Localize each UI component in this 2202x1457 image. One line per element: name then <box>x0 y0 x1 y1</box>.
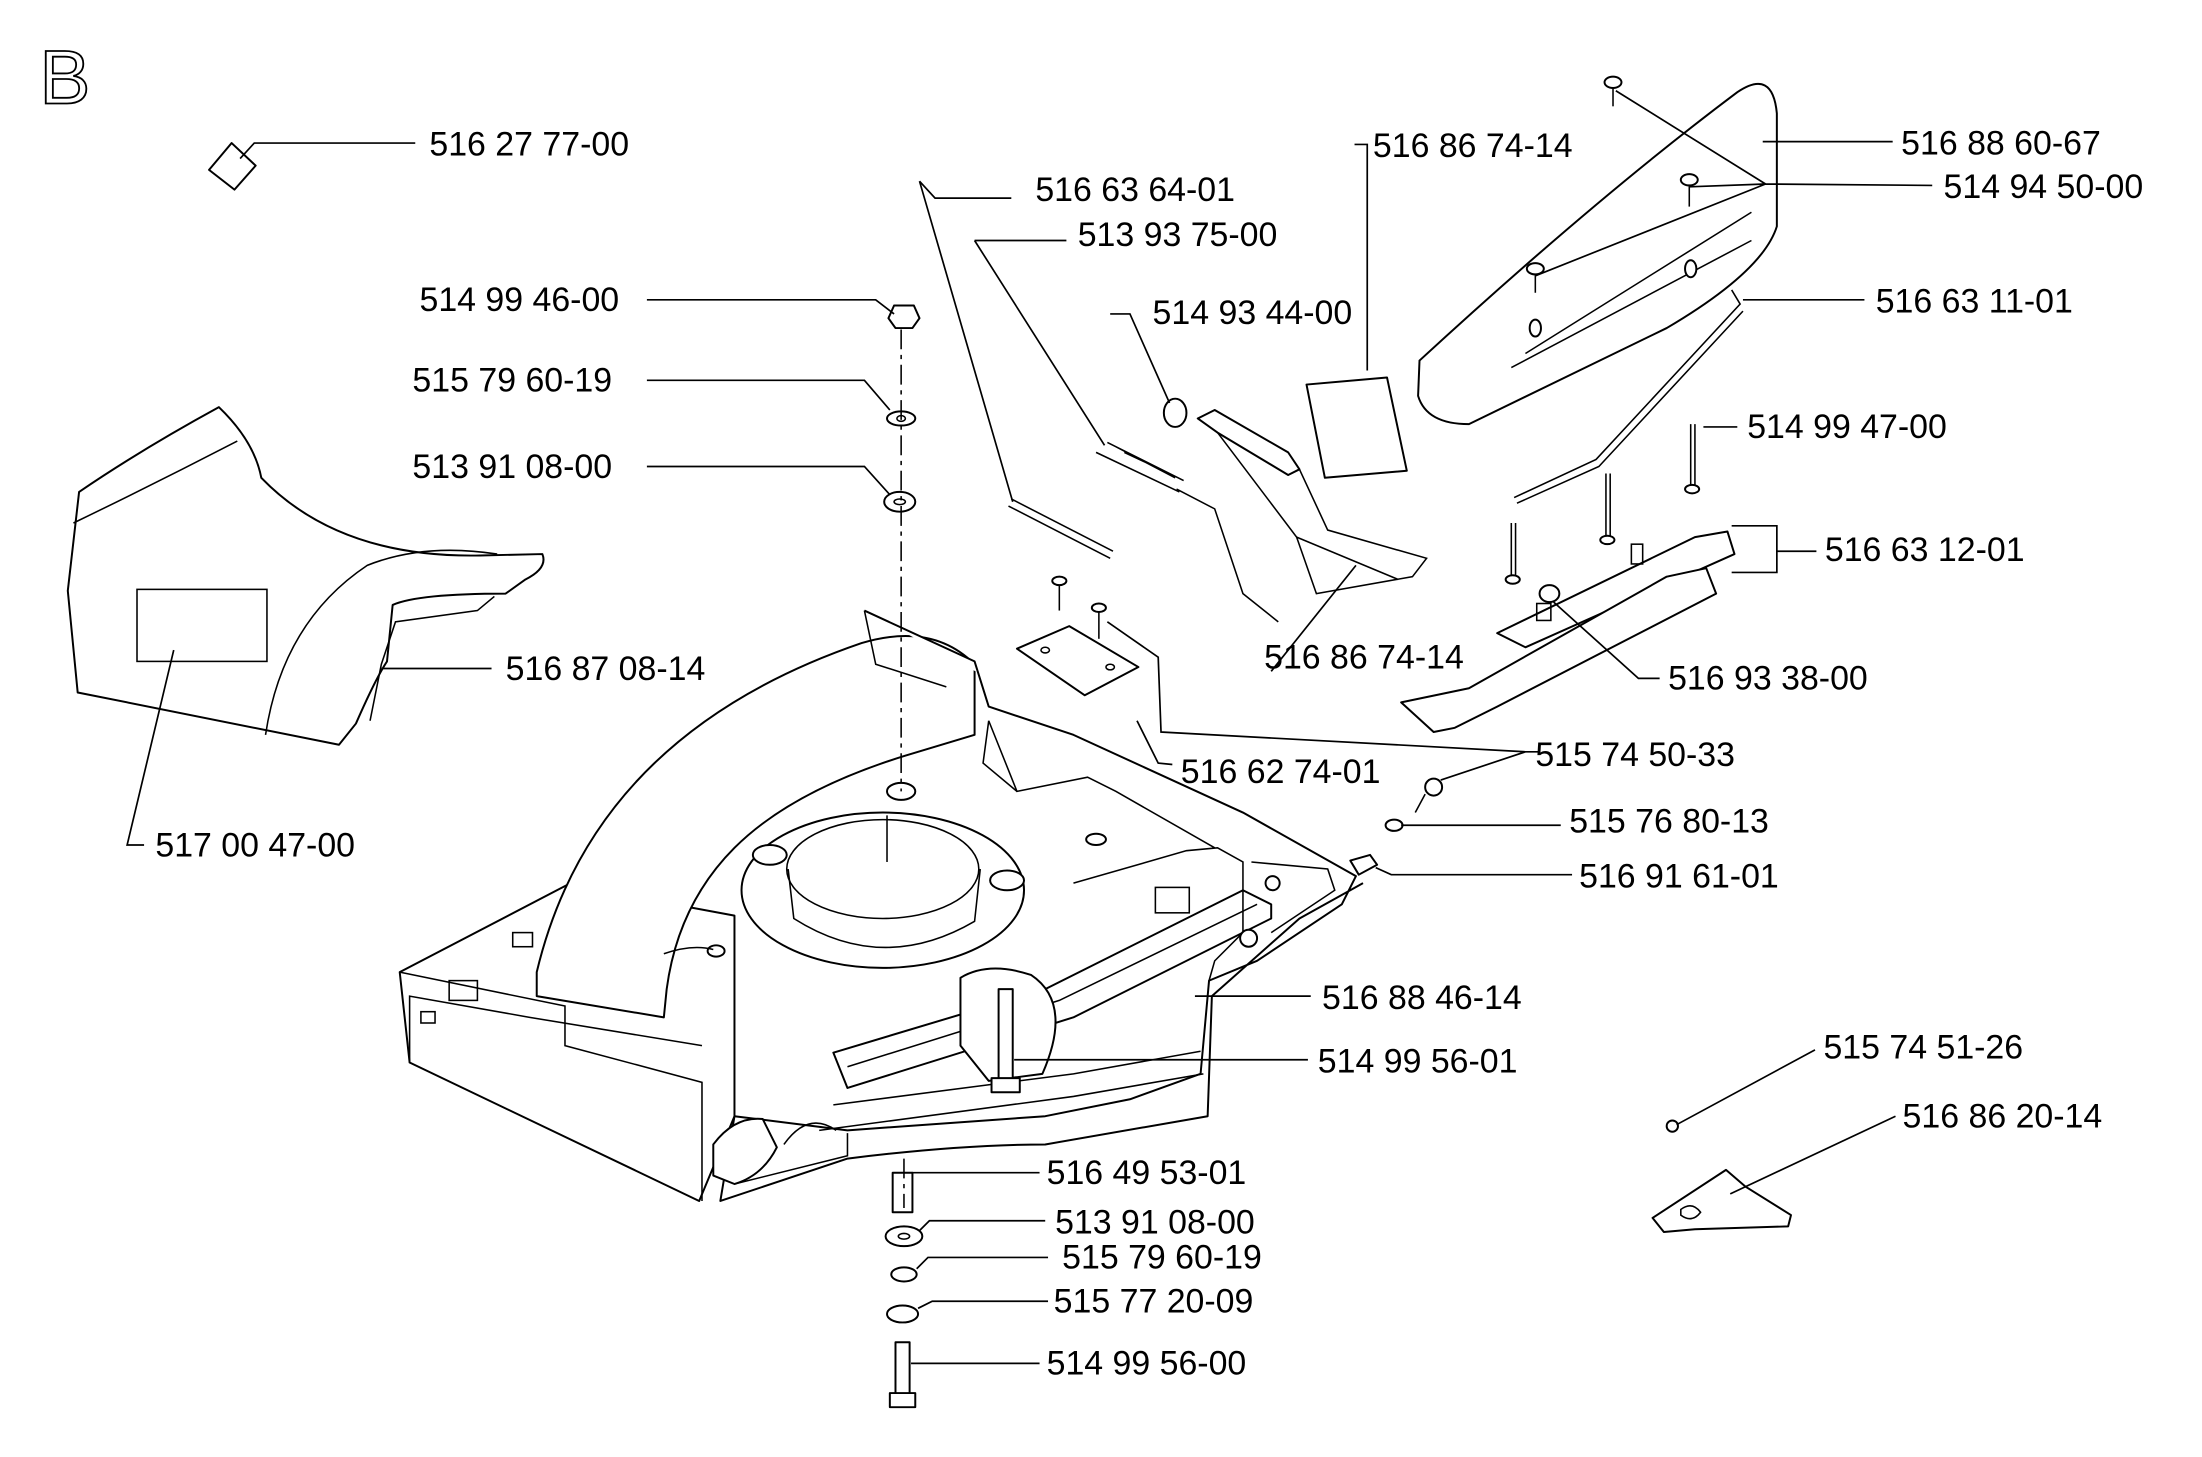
callout-label: 516 63 11-01 <box>1876 283 2073 321</box>
spring-part <box>1095 441 1279 623</box>
lower-right-parts <box>1651 1119 1792 1234</box>
callout-label: 515 77 20-09 <box>1054 1283 1254 1321</box>
rod-part <box>1008 498 1114 559</box>
callout-label: 515 74 51-26 <box>1823 1028 2023 1066</box>
lever-bracket-part <box>1162 397 1428 595</box>
callout-label: 515 74 50-33 <box>1535 736 1735 774</box>
callout-label: 513 91 08-00 <box>1055 1203 1255 1241</box>
callout-label: 514 99 47-00 <box>1747 408 1947 446</box>
callout-label: 516 88 60-67 <box>1901 124 2101 162</box>
mower-deck-part <box>398 609 1364 1202</box>
top-fastener-stack <box>883 304 921 513</box>
callout-label: 516 88 46-14 <box>1322 979 1522 1017</box>
callout-label: 516 87 08-14 <box>506 650 706 688</box>
callout-label: 516 63 64-01 <box>1035 171 1235 209</box>
callout-label: 516 86 74-14 <box>1373 127 1573 165</box>
top-cover-part <box>66 406 545 746</box>
callout-label: 514 93 44-00 <box>1153 294 1353 332</box>
callout-label: 515 79 60-19 <box>1062 1239 1262 1277</box>
callout-label: 516 27 77-00 <box>429 126 629 164</box>
callout-label: 513 93 75-00 <box>1078 216 1278 254</box>
callout-label: 514 99 56-00 <box>1047 1345 1247 1383</box>
callout-label: 514 99 56-01 <box>1318 1042 1518 1080</box>
callout-label: 514 99 46-00 <box>419 281 619 319</box>
decal-rect-part <box>1305 376 1408 479</box>
callout-label: 515 79 60-19 <box>412 362 612 400</box>
screw-parts <box>1525 75 1699 293</box>
callout-label: 516 86 74-14 <box>1264 638 1464 676</box>
right-small-parts <box>1349 777 1444 876</box>
mount-plate-part <box>1015 575 1140 697</box>
rivet-parts <box>1504 424 1701 585</box>
callout-label: 514 94 50-00 <box>1944 168 2144 206</box>
callout-label: 517 00 47-00 <box>155 826 355 864</box>
callout-label: 513 91 08-00 <box>412 448 612 486</box>
callout-labels: 516 27 77-00 516 86 74-14 516 88 60-67 5… <box>155 124 2143 1382</box>
callout-label: 516 86 20-14 <box>1903 1098 2103 1136</box>
callout-label: 516 62 74-01 <box>1181 753 1381 791</box>
section-letter: B <box>40 35 91 120</box>
bracket-rail-part <box>1400 530 1736 734</box>
rod-link-part <box>1513 289 1744 504</box>
callout-label: 515 76 80-13 <box>1569 802 1769 840</box>
callout-label: 516 91 61-01 <box>1579 857 1779 895</box>
callout-label: 516 63 12-01 <box>1825 531 2025 569</box>
callout-label: 516 49 53-01 <box>1047 1154 1247 1192</box>
callout-label: 516 93 38-00 <box>1668 660 1868 698</box>
bottom-fastener-stack <box>884 1171 924 1409</box>
center-stud-part <box>990 988 1021 1094</box>
leader-lines <box>126 90 1933 1365</box>
handle-cover-part <box>1417 82 1778 426</box>
